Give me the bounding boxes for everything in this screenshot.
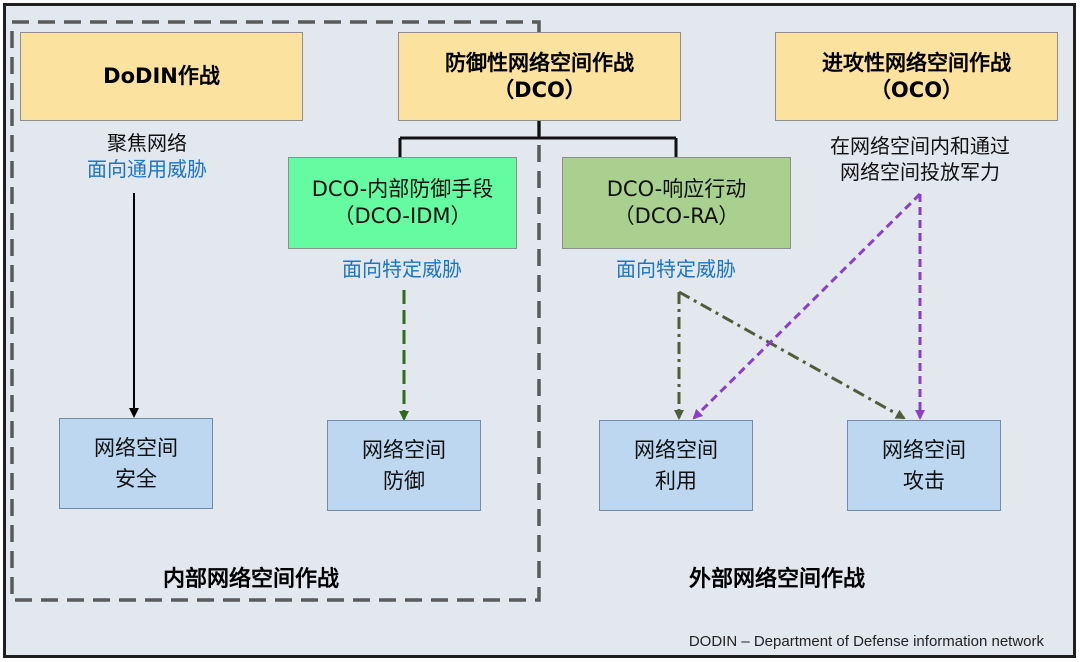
oco-annotation: 在网络空间内和通过 网络空间投放军力 xyxy=(800,133,1040,185)
internal-region-border xyxy=(10,20,541,602)
cyber-attack-line2: 攻击 xyxy=(903,468,945,493)
dco-ra-box: DCO-响应行动 （DCO-RA） xyxy=(562,157,791,249)
cyber-exploitation-line1: 网络空间 xyxy=(634,438,718,463)
cyber-attack-box: 网络空间 攻击 xyxy=(847,420,1001,511)
dco-box-label: 防御性网络空间作战 xyxy=(445,50,634,75)
dco-idm-abbr: （DCO-IDM） xyxy=(333,204,472,228)
oco-box: 进攻性网络空间作战 （OCO） xyxy=(775,32,1058,121)
external-region-label: 外部网络空间作战 xyxy=(689,567,866,592)
cyber-attack-line1: 网络空间 xyxy=(882,438,966,463)
dodin-annotation: 聚焦网络 面向通用威胁 xyxy=(47,130,247,182)
ra-threat-text: 面向特定威胁 xyxy=(616,257,736,281)
oco-box-label: 进攻性网络空间作战 xyxy=(822,50,1011,75)
cyber-defense-line1: 网络空间 xyxy=(362,438,446,463)
dodin-threat-text: 面向通用威胁 xyxy=(87,157,207,181)
dodin-focus-text: 聚焦网络 xyxy=(107,131,187,155)
cyber-security-box: 网络空间 安全 xyxy=(59,418,213,509)
internal-region-label: 内部网络空间作战 xyxy=(163,567,340,592)
oco-desc-line1: 在网络空间内和通过 xyxy=(830,134,1010,158)
cyber-defense-box: 网络空间 防御 xyxy=(327,420,481,511)
dco-idm-label: DCO-内部防御手段 xyxy=(311,177,494,202)
oco-box-abbr: （OCO） xyxy=(869,77,964,102)
dco-idm-box: DCO-内部防御手段 （DCO-IDM） xyxy=(288,157,517,249)
dco-box: 防御性网络空间作战 （DCO） xyxy=(398,32,681,121)
cyber-exploitation-box: 网络空间 利用 xyxy=(599,420,753,511)
dodin-operations-box: DoDIN作战 xyxy=(20,32,303,121)
footnote: DODIN – Department of Defense informatio… xyxy=(688,633,1044,650)
dco-ra-label: DCO-响应行动 xyxy=(606,177,747,202)
idm-threat-text: 面向特定威胁 xyxy=(342,257,462,281)
cyber-exploitation-line2: 利用 xyxy=(655,468,697,493)
cyber-security-line2: 安全 xyxy=(115,466,157,491)
dco-ra-abbr: （DCO-RA） xyxy=(613,204,740,228)
oco-desc-line2: 网络空间投放军力 xyxy=(840,160,1000,184)
arrow-oco-to-exploitation xyxy=(692,192,922,420)
cyber-defense-line2: 防御 xyxy=(383,468,425,493)
arrow-ra-to-attack xyxy=(678,290,906,420)
dco-branch-connector xyxy=(398,121,678,157)
cyber-security-line1: 网络空间 xyxy=(94,436,178,461)
dodin-box-label: DoDIN作战 xyxy=(103,64,220,89)
dco-box-abbr: （DCO） xyxy=(493,77,586,102)
